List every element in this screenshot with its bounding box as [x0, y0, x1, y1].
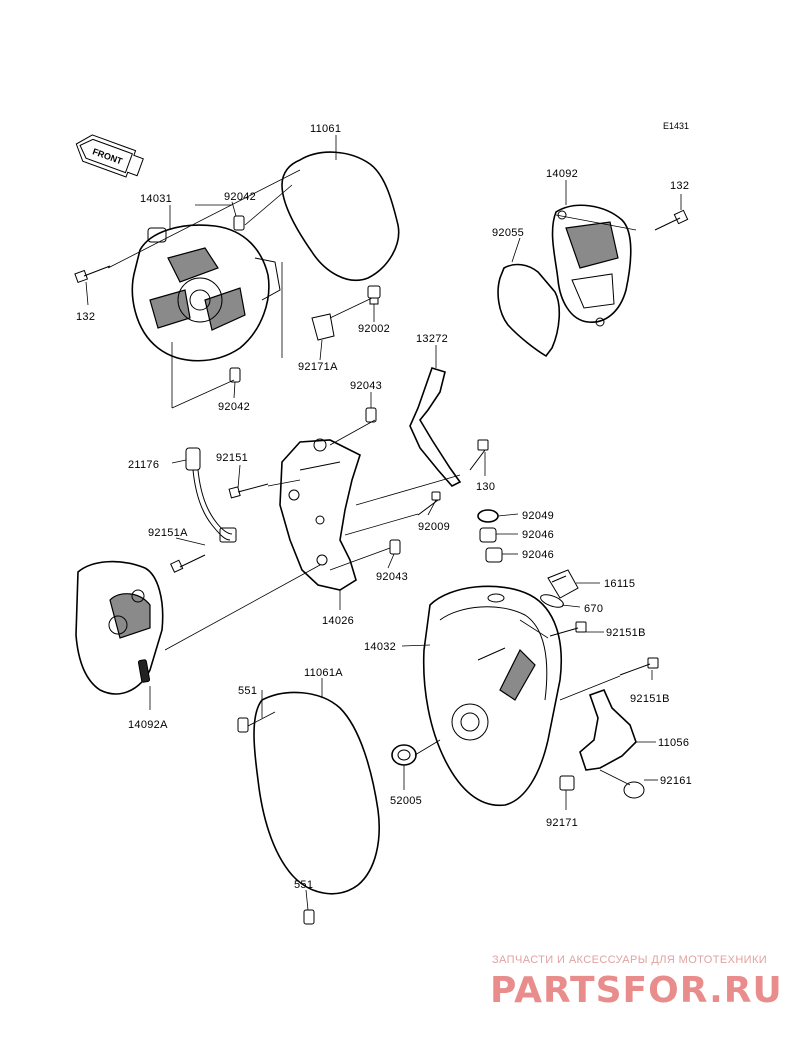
label-132-right: 132: [670, 180, 689, 192]
label-551-bottom: 551: [294, 879, 313, 891]
watermark-brand: PARTSFOR.RU: [490, 970, 783, 1011]
label-14092: 14092: [546, 168, 578, 180]
label-132-left: 132: [76, 311, 95, 323]
oil-sight-52005: [391, 744, 417, 766]
front-arrow-icon: FRONT: [75, 134, 144, 178]
label-92049: 92049: [522, 510, 554, 522]
plug-92002: [367, 285, 381, 305]
screw-92009: [417, 491, 441, 516]
clamp-92171: [559, 775, 575, 791]
label-92043-bottom: 92043: [376, 571, 408, 583]
dowel-92042-top: [233, 215, 245, 231]
label-14026: 14026: [322, 615, 354, 627]
watermark-caption: ЗАПЧАСТИ И АКСЕССУАРЫ ДЛЯ МОТОТЕХНИКИ: [492, 954, 767, 966]
label-11056: 11056: [658, 737, 689, 749]
label-92151A: 92151A: [148, 527, 188, 539]
label-92046-a: 92046: [522, 529, 554, 541]
bolt-132-right: [654, 209, 689, 231]
watermark: ЗАПЧАСТИ И АКСЕССУАРЫ ДЛЯ МОТОТЕХНИКИ PA…: [490, 954, 783, 1011]
label-92055: 92055: [492, 227, 524, 239]
dowel-551-top: [237, 717, 249, 733]
seal-92049: [477, 509, 499, 523]
cover-14092A: [75, 560, 164, 695]
label-92161: 92161: [660, 775, 692, 787]
diagram-code: E1431: [663, 121, 689, 131]
label-92171A: 92171A: [298, 361, 338, 373]
dowel-92042-bottom: [229, 367, 241, 383]
label-551-top: 551: [238, 685, 257, 697]
bushing-92046-a: [479, 527, 497, 543]
label-21176: 21176: [128, 459, 159, 471]
gasket-11061: [281, 151, 400, 282]
label-92042-bottom: 92042: [218, 401, 250, 413]
cap-16115: [547, 569, 579, 599]
bushing-92046-b: [485, 547, 503, 563]
clamp-92171A: [311, 313, 335, 341]
bolt-92151B-b: [619, 657, 659, 676]
label-11061: 11061: [310, 123, 341, 135]
dowel-92043-bottom: [389, 539, 401, 555]
damper-92161: [623, 781, 645, 799]
label-52005: 52005: [390, 795, 422, 807]
label-92043-top: 92043: [350, 380, 382, 392]
leader-lines: [85, 135, 682, 911]
label-92151B-a: 92151B: [606, 627, 646, 639]
sensor-21176: [185, 447, 237, 543]
plate-13272: [409, 367, 462, 487]
label-14031: 14031: [140, 193, 172, 205]
gasket-92055: [497, 263, 561, 358]
bolt-92151A: [170, 554, 206, 573]
gasket-11061A: [253, 691, 380, 895]
dowel-551-bottom: [303, 909, 315, 925]
label-92042-top: 92042: [224, 191, 256, 203]
chain-case-14026: [279, 438, 361, 591]
generator-cover-14031: [131, 224, 281, 362]
part-labels: 11061 14031 92042 132 92002 92171A 92042…: [76, 123, 692, 891]
label-14092A: 14092A: [128, 719, 168, 731]
label-670: 670: [584, 603, 603, 615]
label-92046-b: 92046: [522, 549, 554, 561]
label-11061A: 11061A: [304, 667, 343, 679]
bolt-92151B-a: [549, 621, 587, 637]
cover-14092: [551, 204, 632, 327]
o-ring-670: [540, 594, 564, 608]
label-92171: 92171: [546, 817, 578, 829]
clutch-cover-14032: [422, 585, 563, 807]
bolt-132-left: [74, 265, 111, 284]
label-92151B-b: 92151B: [630, 693, 670, 705]
bolt-92151: [228, 483, 269, 499]
label-13272: 13272: [416, 333, 448, 345]
bracket-11056: [579, 688, 637, 771]
label-14032: 14032: [364, 641, 396, 653]
label-92009: 92009: [418, 521, 450, 533]
label-16115: 16115: [604, 578, 635, 590]
label-130: 130: [476, 481, 495, 493]
bolt-130: [469, 439, 489, 471]
label-92002: 92002: [358, 323, 390, 335]
label-92151: 92151: [216, 452, 248, 464]
